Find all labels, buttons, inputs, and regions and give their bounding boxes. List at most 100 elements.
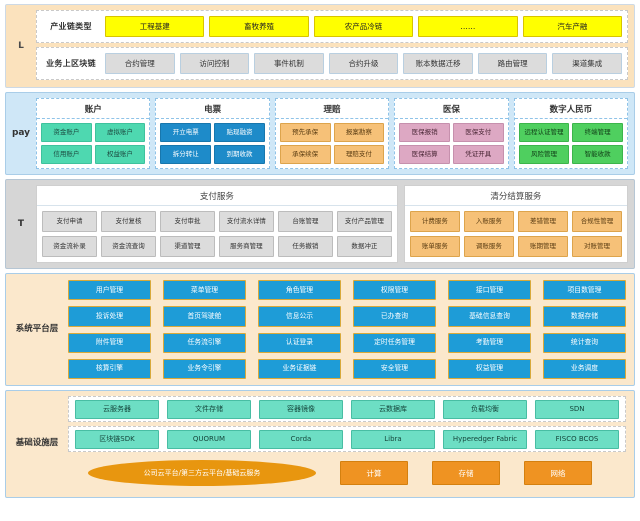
- pay-item[interactable]: 医保结算: [399, 145, 450, 164]
- clearing-item[interactable]: 差错管理: [517, 211, 568, 232]
- clearing-item[interactable]: 计费服务: [409, 211, 460, 232]
- platform-item[interactable]: 定时任务管理: [353, 332, 436, 353]
- layer-pay-label: pay: [11, 128, 31, 139]
- pay-item[interactable]: 承保续保: [279, 145, 331, 164]
- payment-service-item[interactable]: 支付流水详情: [218, 211, 274, 232]
- pay-item[interactable]: 开立电票: [160, 123, 212, 142]
- industry-chain-item[interactable]: 汽车产融: [522, 15, 623, 38]
- platform-item[interactable]: 接口管理: [448, 280, 531, 301]
- pay-column-edraft: 电票 开立电票 贴现融资 拆分转让 到期收款: [155, 98, 270, 169]
- platform-item[interactable]: 考勤管理: [448, 332, 531, 353]
- cloud-resource-item[interactable]: 负载均衡: [443, 399, 527, 419]
- pay-item[interactable]: 虚拟账户: [94, 123, 146, 142]
- business-blockchain-item[interactable]: 访问控制: [179, 52, 250, 75]
- pay-item[interactable]: 医保支付: [452, 123, 504, 142]
- pay-item[interactable]: 到期收款: [214, 145, 265, 164]
- pay-item[interactable]: 凭证开具: [452, 145, 504, 164]
- blockchain-platform-item[interactable]: 区块链SDK: [75, 429, 159, 449]
- layer-t-label: T: [17, 218, 25, 229]
- resource-storage[interactable]: 存储: [432, 461, 500, 485]
- cloud-resource-item[interactable]: 容器镜像: [259, 399, 343, 419]
- platform-item[interactable]: 用户管理: [68, 280, 151, 301]
- pay-item[interactable]: 理赔支付: [333, 145, 385, 164]
- pay-column-title: 账户: [37, 99, 150, 119]
- payment-service-item[interactable]: 资金流查询: [100, 236, 156, 257]
- platform-item[interactable]: 菜单管理: [163, 280, 246, 301]
- clearing-item[interactable]: 对账管理: [571, 236, 622, 257]
- blockchain-platform-item[interactable]: QUORUM: [167, 429, 251, 449]
- industry-chain-row: 产业链类型 工程基建 畜牧养殖 农产品冷链 …… 汽车产融: [36, 10, 628, 43]
- pay-item[interactable]: 终端管理: [572, 123, 624, 142]
- pay-item[interactable]: 智能收款: [572, 145, 624, 164]
- platform-item[interactable]: 已办查询: [353, 306, 436, 327]
- clearing-item[interactable]: 合规性管理: [571, 211, 622, 232]
- payment-service-item[interactable]: 支付审批: [159, 211, 215, 232]
- pay-item[interactable]: 预先承保: [279, 123, 331, 142]
- blockchain-platform-item[interactable]: Libra: [351, 429, 435, 449]
- payment-service-item[interactable]: 资金流补录: [42, 236, 97, 257]
- platform-item[interactable]: 统计查询: [543, 332, 626, 353]
- business-blockchain-item[interactable]: 渠道集成: [552, 52, 623, 75]
- cloud-resource-item[interactable]: 云数据库: [351, 399, 435, 419]
- platform-item[interactable]: 基础信息查询: [448, 306, 531, 327]
- cloud-resource-item[interactable]: 文件存储: [167, 399, 251, 419]
- platform-item[interactable]: 安全管理: [353, 358, 436, 379]
- industry-chain-item[interactable]: 畜牧养殖: [209, 15, 309, 38]
- platform-item[interactable]: 业务调度: [543, 358, 626, 379]
- pay-item[interactable]: 权益账户: [94, 145, 146, 164]
- business-blockchain-item[interactable]: 事件机制: [254, 52, 324, 75]
- platform-item[interactable]: 项目数管理: [543, 280, 626, 301]
- platform-item[interactable]: 首页驾驶舱: [163, 306, 246, 327]
- platform-item[interactable]: 认证登录: [258, 332, 341, 353]
- pay-column-digital-rmb: 数字人民币 远程认证管理 终端管理 风险管理 智能收款: [513, 98, 629, 169]
- payment-service-item[interactable]: 数据冲正: [336, 236, 392, 257]
- industry-chain-item[interactable]: ……: [418, 15, 518, 38]
- blockchain-platform-item[interactable]: FISCO BCOS: [535, 429, 619, 449]
- payment-service-item[interactable]: 服务商管理: [218, 236, 274, 257]
- payment-service-item[interactable]: 台账管理: [277, 211, 333, 232]
- pay-item[interactable]: 贴现融资: [214, 123, 265, 142]
- resource-compute[interactable]: 计算: [340, 461, 408, 485]
- pay-item[interactable]: 信用账户: [41, 145, 92, 164]
- cloud-resource-item[interactable]: SDN: [535, 399, 619, 419]
- platform-item[interactable]: 权限管理: [353, 280, 436, 301]
- payment-service-item[interactable]: 支付产品管理: [336, 211, 392, 232]
- business-blockchain-item[interactable]: 路由管理: [477, 52, 548, 75]
- business-blockchain-item[interactable]: 合约管理: [105, 52, 175, 75]
- pay-item[interactable]: 医保报销: [399, 123, 450, 142]
- industry-chain-item[interactable]: 农产品冷链: [313, 15, 414, 38]
- blockchain-platform-item[interactable]: Hyperedger Fabric: [443, 429, 527, 449]
- resource-network[interactable]: 网络: [524, 461, 592, 485]
- payment-service-item[interactable]: 支付申请: [42, 211, 97, 232]
- layer-t: T 支付服务 支付申请 支付复核 支付审批 支付流水详情 台账管理 支付产品管理…: [5, 179, 635, 269]
- pay-item[interactable]: 报案勘察: [333, 123, 385, 142]
- industry-chain-item[interactable]: 工程基建: [105, 15, 205, 38]
- clearing-item[interactable]: 入账服务: [463, 211, 514, 232]
- layer-platform-body: 用户管理 菜单管理 角色管理 权限管理 接口管理 项目数管理 投诉处理 首页驾驶…: [68, 274, 634, 385]
- clearing-item[interactable]: 账期管理: [517, 236, 568, 257]
- platform-item[interactable]: 业务令引擎: [163, 358, 246, 379]
- business-blockchain-item[interactable]: 合约升级: [328, 52, 399, 75]
- platform-item[interactable]: 任务流引擎: [163, 332, 246, 353]
- payment-service-item[interactable]: 支付复核: [100, 211, 156, 232]
- business-blockchain-item[interactable]: 账本数据迁移: [403, 52, 473, 75]
- clearing-item[interactable]: 账单服务: [409, 236, 460, 257]
- platform-item[interactable]: 角色管理: [258, 280, 341, 301]
- pay-item[interactable]: 风险管理: [518, 145, 570, 164]
- platform-item[interactable]: 数据存储: [543, 306, 626, 327]
- pay-item[interactable]: 远程认证管理: [518, 123, 570, 142]
- platform-item[interactable]: 信息公示: [258, 306, 341, 327]
- platform-item[interactable]: 权益管理: [448, 358, 531, 379]
- platform-item[interactable]: 投诉处理: [68, 306, 151, 327]
- platform-item[interactable]: 核算引擎: [68, 358, 151, 379]
- pay-item[interactable]: 拆分转让: [160, 145, 212, 164]
- payment-service-item[interactable]: 任务撤销: [277, 236, 333, 257]
- platform-item[interactable]: 业务证据链: [258, 358, 341, 379]
- pay-item[interactable]: 资金账户: [41, 123, 92, 142]
- blockchain-platform-item[interactable]: Corda: [259, 429, 343, 449]
- payment-service-item[interactable]: 渠道管理: [159, 236, 215, 257]
- platform-item[interactable]: 附件管理: [68, 332, 151, 353]
- clearing-item[interactable]: 调账服务: [463, 236, 514, 257]
- cloud-platform-ellipse[interactable]: 公司云平台/第三方云平台/基础云服务: [88, 460, 316, 486]
- cloud-resource-item[interactable]: 云服务器: [75, 399, 159, 419]
